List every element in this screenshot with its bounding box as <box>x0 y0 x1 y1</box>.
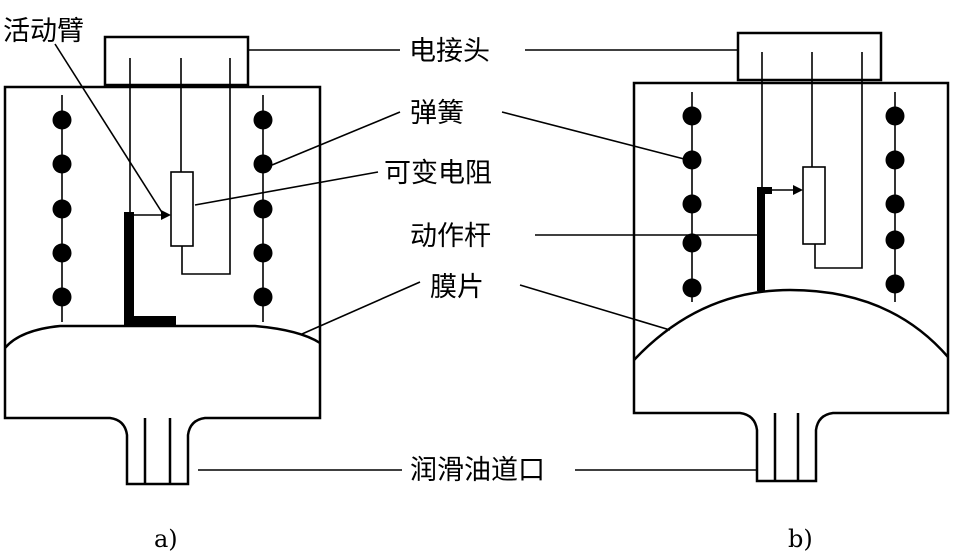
variable-resistor-a <box>170 171 194 247</box>
label-diaphragm: 膜片 <box>430 272 484 303</box>
label-variable-resistor: 可变电阻 <box>384 158 492 189</box>
connector-box-b <box>736 31 883 82</box>
housing-b <box>632 81 950 483</box>
variable-resistor-b <box>802 166 826 245</box>
diaphragm-b <box>633 288 949 361</box>
actuating-rod-b <box>757 187 772 291</box>
housing-a <box>3 85 322 486</box>
label-active-arm: 活动臂 <box>3 16 84 47</box>
active-arm-a <box>124 212 176 325</box>
diaphragm-a <box>4 324 321 349</box>
label-oil-port: 润滑油道口 <box>410 455 545 486</box>
wires-a <box>129 58 231 275</box>
connector-box-a <box>103 35 250 87</box>
leader-lines <box>54 43 757 471</box>
spring-coils-a <box>52 110 273 307</box>
diagram-b <box>632 31 950 483</box>
caption-b: b) <box>788 525 813 553</box>
arrow-b <box>793 185 803 195</box>
caption-a: a) <box>154 525 178 553</box>
label-connector: 电接头 <box>409 36 490 67</box>
wires-b <box>761 52 863 269</box>
spring-coils-b <box>682 106 905 298</box>
arrow-a <box>161 210 171 220</box>
label-spring: 弹簧 <box>410 98 464 129</box>
label-actuating-rod: 动作杆 <box>410 221 491 252</box>
diagram-a <box>3 35 322 486</box>
